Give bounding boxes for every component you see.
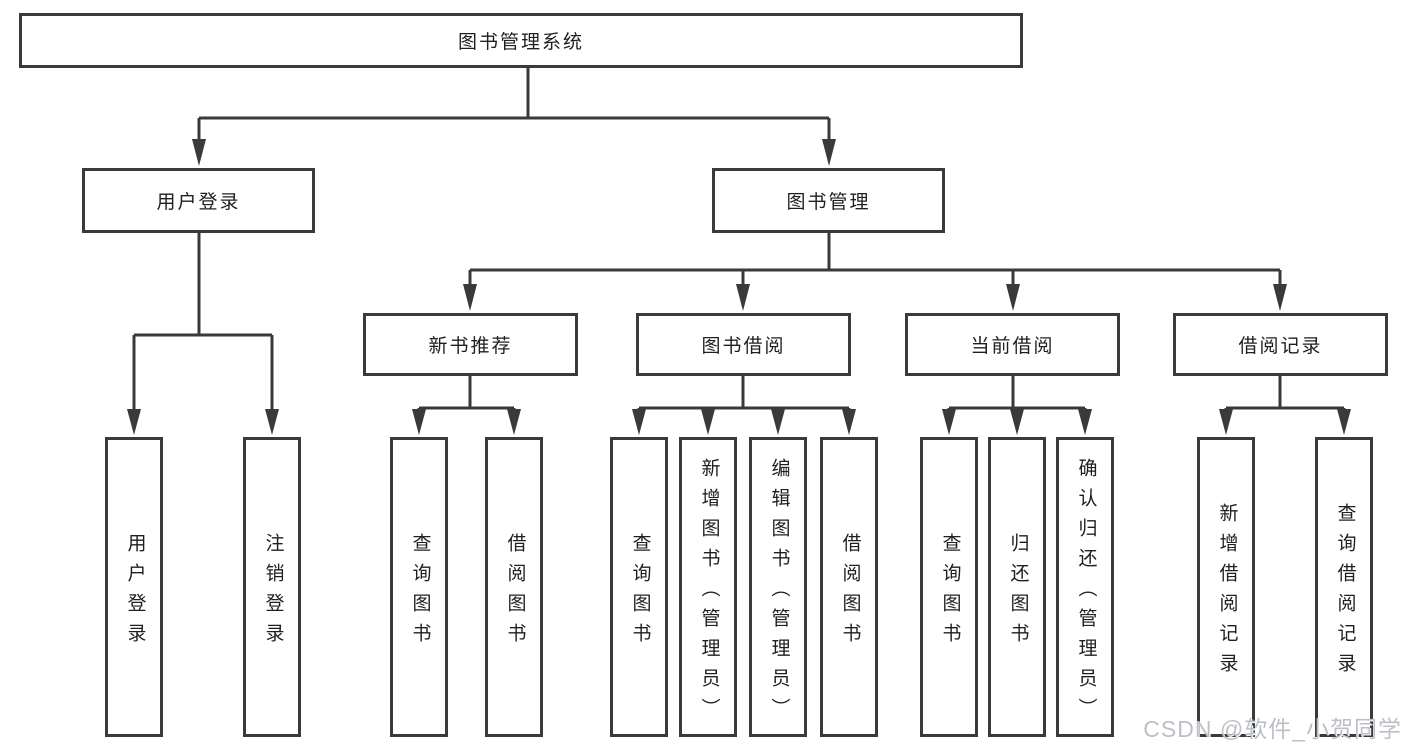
leaf-label: 查询借阅记录 (1334, 502, 1356, 683)
node-current-borrowing: 当前借阅 (905, 313, 1120, 376)
leaf-confirm-return-admin: 确认归还（管理员） (1056, 437, 1114, 737)
node-label: 图书管理 (786, 192, 871, 213)
node-borrowing-records: 借阅记录 (1173, 313, 1388, 376)
leaf-borrow-books-borrowing: 借阅图书 (820, 437, 878, 737)
leaf-query-books-borrowing: 查询图书 (610, 437, 668, 737)
leaf-logout: 注销登录 (243, 437, 301, 737)
leaf-label: 新增借阅记录 (1216, 502, 1238, 683)
leaf-add-book-admin: 新增图书（管理员） (679, 437, 737, 737)
leaf-add-borrow-record: 新增借阅记录 (1197, 437, 1255, 737)
leaf-query-borrow-record: 查询借阅记录 (1315, 437, 1373, 737)
leaf-label: 确认归还（管理员） (1075, 457, 1097, 728)
node-label: 图书管理系统 (457, 32, 584, 53)
leaf-label: 编辑图书（管理员） (768, 457, 790, 728)
leaf-label: 注销登录 (262, 532, 284, 653)
leaf-return-book: 归还图书 (988, 437, 1046, 737)
leaf-label: 查询图书 (629, 532, 651, 653)
leaf-label: 借阅图书 (839, 532, 861, 653)
leaf-label: 查询图书 (939, 532, 961, 653)
leaf-borrow-books-recommend: 借阅图书 (485, 437, 543, 737)
leaf-query-books-recommend: 查询图书 (390, 437, 448, 737)
leaf-user-login: 用户登录 (105, 437, 163, 737)
node-label: 图书借阅 (701, 336, 786, 357)
leaf-edit-book-admin: 编辑图书（管理员） (749, 437, 807, 737)
leaf-label: 归还图书 (1007, 532, 1029, 653)
node-new-book-recommend: 新书推荐 (363, 313, 578, 376)
leaf-label: 用户登录 (124, 532, 146, 653)
leaf-label: 借阅图书 (504, 532, 526, 653)
node-label: 借阅记录 (1238, 336, 1323, 357)
node-book-management: 图书管理 (712, 168, 945, 233)
node-label: 当前借阅 (970, 336, 1055, 357)
leaf-label: 查询图书 (409, 532, 431, 653)
leaf-label: 新增图书（管理员） (698, 457, 720, 728)
node-label: 用户登录 (156, 192, 241, 213)
node-book-borrowing: 图书借阅 (636, 313, 851, 376)
node-user-login: 用户登录 (82, 168, 315, 233)
node-library-management-system: 图书管理系统 (19, 13, 1023, 68)
leaf-query-books-current: 查询图书 (920, 437, 978, 737)
node-label: 新书推荐 (428, 336, 513, 357)
